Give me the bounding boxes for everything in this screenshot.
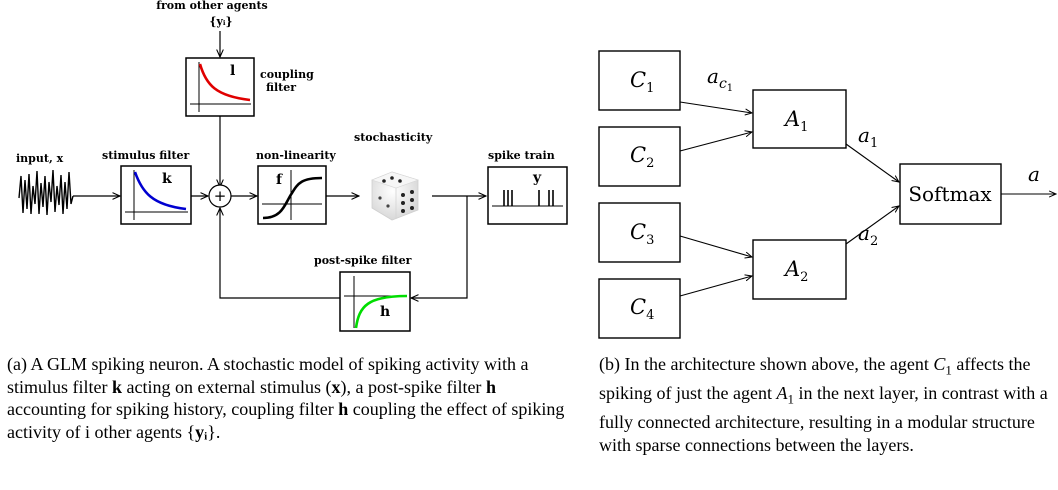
label-yi: {yᵢ}	[209, 15, 232, 28]
edge-c4-a2	[679, 276, 752, 297]
edge-c1-a1	[679, 101, 752, 113]
caption-b: (b) In the architecture shown above, the…	[599, 354, 1048, 455]
edge-label-output: a	[1028, 162, 1040, 186]
symbol-l: l	[230, 63, 235, 79]
arrow-postspike-to-sum	[220, 208, 340, 299]
caption-a-h1: h	[485, 376, 496, 397]
postspike-curve	[354, 294, 408, 329]
svg-text:C2: C2	[630, 143, 654, 171]
caption-a-x: x	[331, 376, 341, 397]
node-c1: C1	[598, 50, 681, 111]
svg-text:Softmax: Softmax	[908, 182, 992, 206]
edge-label-ac1: ac1	[707, 64, 733, 94]
caption-a-k: k	[112, 376, 123, 397]
label-coupling: coupling	[260, 68, 314, 81]
caption-a-h2: h	[338, 399, 349, 419]
node-softmax: Softmax	[899, 163, 1002, 225]
node-a2: A2	[752, 239, 847, 300]
label-input: input, x	[16, 152, 64, 165]
symbol-h: h	[380, 304, 390, 320]
label-stochasticity: stochasticity	[354, 131, 433, 144]
caption-b-c1: C1	[933, 354, 952, 378]
stimulus-curve	[133, 171, 187, 211]
caption-a: (a) A GLM spiking neuron. A stochastic m…	[7, 354, 565, 442]
edge-label-a2: a2	[858, 221, 878, 249]
stimulus-filter-box: k	[120, 165, 192, 225]
svg-text:C3: C3	[630, 220, 654, 248]
label-post-spike-filter: post-spike filter	[314, 254, 412, 267]
edge-label-a1: a1	[858, 123, 878, 151]
arrow-spike-to-postspike	[411, 196, 468, 298]
coupling-curve	[198, 63, 251, 102]
edge-a2-softmax	[845, 206, 899, 245]
dice-icon	[371, 171, 419, 221]
node-c3: C3	[598, 202, 681, 263]
edge-c3-a2	[679, 235, 752, 257]
symbol-f: f	[276, 172, 283, 188]
nonlinearity-curve	[262, 176, 323, 220]
label-nonlinearity: non-linearity	[256, 149, 336, 162]
edge-a1-softmax	[845, 143, 899, 182]
svg-text:C1: C1	[630, 68, 654, 96]
input-signal	[18, 169, 74, 216]
svg-text:C4: C4	[630, 295, 654, 323]
svg-text:A2: A2	[783, 257, 808, 285]
edge-c2-a1	[679, 132, 752, 152]
glm-diagram: from other agents {yᵢ} l coupling filter…	[16, 0, 568, 332]
caption-a-y: yᵢ	[195, 421, 208, 442]
nonlinearity-box: f	[257, 165, 327, 225]
label-spike-train: spike train	[488, 149, 555, 162]
symbol-k: k	[162, 171, 172, 187]
node-a1: A1	[752, 89, 847, 149]
label-from-other-agents: from other agents	[156, 0, 267, 12]
post-spike-filter-box: h	[339, 271, 411, 332]
coupling-filter-box: l	[185, 57, 255, 117]
label-filter: filter	[266, 81, 296, 94]
architecture-diagram: C1 C2 C3 C4 A1 A2 Softmax	[598, 50, 1056, 339]
label-stimulus-filter: stimulus filter	[102, 149, 190, 162]
node-c2: C2	[598, 126, 681, 187]
spike-train-box: y	[487, 166, 568, 225]
sum-plus: +	[214, 187, 227, 205]
svg-text:A1: A1	[783, 107, 808, 135]
caption-b-a1: A1	[776, 383, 794, 407]
node-c4: C4	[598, 278, 681, 339]
spikes	[503, 190, 554, 206]
symbol-y: y	[532, 170, 542, 186]
